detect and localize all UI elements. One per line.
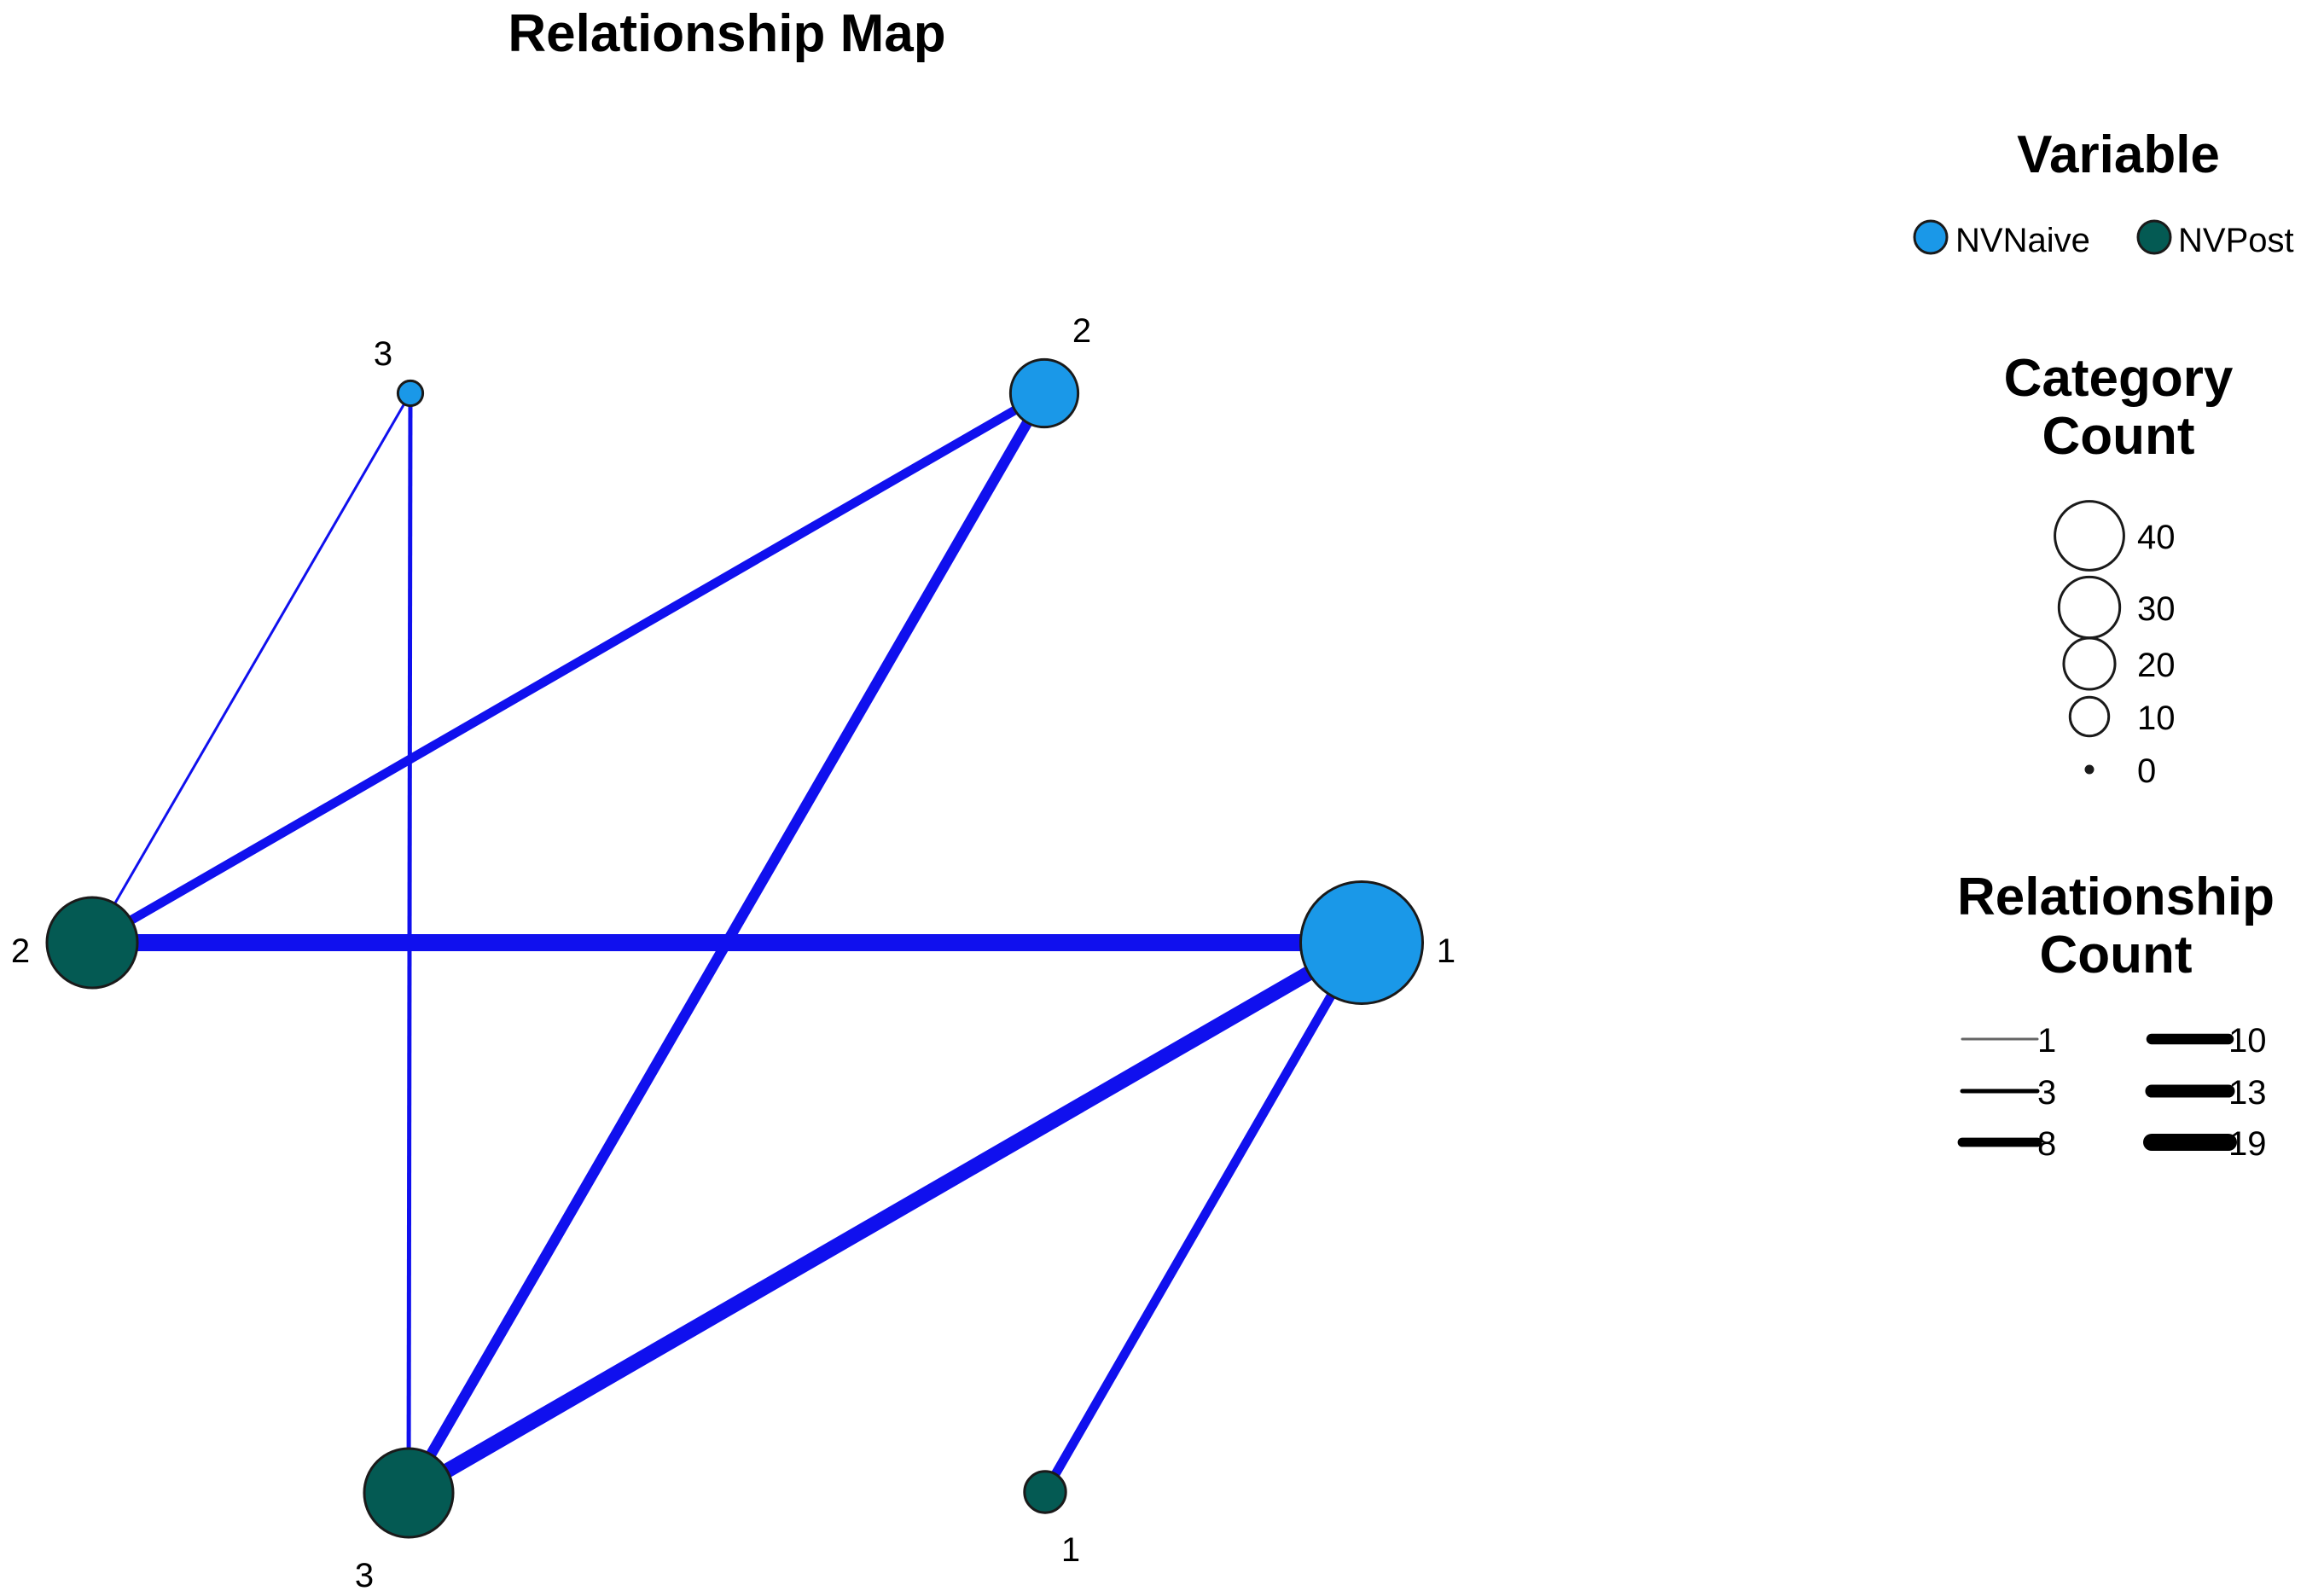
node-naive-3	[396, 379, 425, 408]
legend-variable-heading: Variable	[2017, 125, 2220, 184]
legend-variable: NVNaive NVPost	[1913, 219, 2294, 259]
legend-variable-label-nvpost: NVPost	[2178, 222, 2294, 259]
legend-category-size-0	[2084, 764, 2095, 775]
legend-relationship-label-13: 13	[2228, 1074, 2267, 1112]
legend-category-count: 40 30 20 10 0	[2054, 500, 2176, 790]
legend-category-size-30	[2057, 575, 2122, 640]
legend-category-label-10: 10	[2137, 700, 2176, 737]
legend-relationship-label-8: 8	[2037, 1125, 2056, 1163]
legend-relationship-count-heading: Relationship Count	[1860, 868, 2324, 984]
edge-naive-1-to-post-1	[1041, 940, 1366, 1495]
node-label-post-2: 2	[11, 932, 30, 970]
node-post-3	[363, 1447, 455, 1539]
edge-naive-3-to-post-2	[90, 392, 412, 944]
legend-category-label-30: 30	[2137, 590, 2176, 628]
legend-variable-swatch-nvnaive	[1913, 219, 1949, 255]
legend-category-size-40	[2054, 500, 2125, 572]
legend-category-label-40: 40	[2137, 519, 2176, 556]
legend-relationship-label-1: 1	[2037, 1022, 2056, 1060]
edge-naive-2-to-post-2	[90, 389, 1047, 947]
node-label-naive-2: 2	[1072, 312, 1091, 350]
node-label-naive-1: 1	[1437, 932, 1455, 970]
legend-category-size-10	[2068, 695, 2111, 738]
node-post-1	[1023, 1470, 1067, 1514]
node-label-post-1: 1	[1061, 1531, 1080, 1569]
edge-naive-1-to-post-3	[404, 936, 1366, 1500]
legend-variable-swatch-nvpost	[2136, 219, 2172, 255]
legend-category-count-heading-line2: Count	[2042, 407, 2195, 466]
edges-layer	[90, 389, 1366, 1500]
node-post-2	[45, 896, 139, 990]
legend-relationship-count-heading-line1: Relationship	[1956, 868, 2275, 926]
legend-relationship-label-19: 19	[2228, 1125, 2267, 1163]
legend-category-label-20: 20	[2137, 647, 2176, 684]
node-naive-1	[1299, 880, 1425, 1006]
legend-category-count-heading: Category Count	[1862, 350, 2324, 466]
legend-category-count-heading-line1: Category	[2003, 349, 2234, 408]
node-naive-2	[1008, 357, 1080, 429]
legend-relationship-count-heading-line2: Count	[2039, 926, 2193, 984]
legend-relationship-label-3: 3	[2037, 1074, 2056, 1112]
node-label-naive-3: 3	[374, 335, 392, 373]
legend-variable-label-nvnaive: NVNaive	[1955, 222, 2090, 259]
legend-category-label-0: 0	[2137, 752, 2156, 790]
page-title: Relationship Map	[508, 4, 946, 63]
legend-category-size-20	[2062, 636, 2117, 691]
nodes-layer: 3 2 1 2 3 1	[11, 312, 1455, 1591]
node-label-post-3: 3	[355, 1557, 374, 1591]
legend-relationship-label-10: 10	[2228, 1022, 2267, 1060]
